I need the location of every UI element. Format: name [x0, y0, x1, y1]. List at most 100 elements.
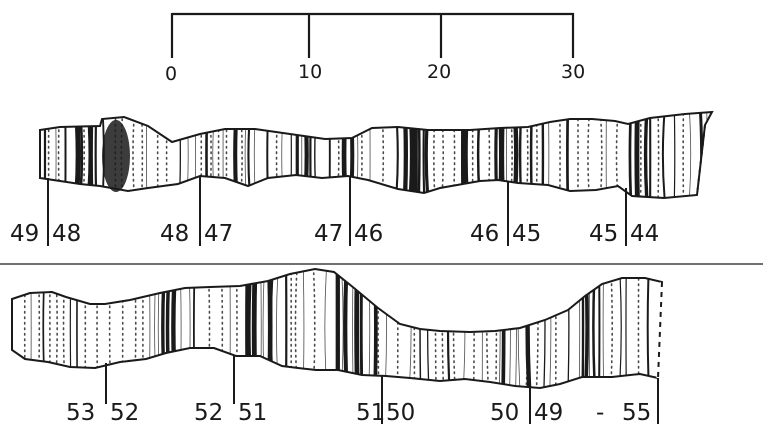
growth-band: [503, 262, 504, 392]
growth-band: [70, 262, 71, 392]
growth-band: [586, 262, 588, 392]
growth-band: [466, 108, 467, 202]
upper-label-48a: 48: [52, 221, 81, 247]
growth-band: [194, 262, 195, 392]
stipple-band: [241, 108, 242, 202]
thin-band: [510, 262, 511, 392]
scale-label-10: 10: [298, 61, 322, 83]
thin-band: [499, 262, 500, 392]
upper-label-46a: 46: [354, 221, 383, 247]
stipple-band: [511, 108, 513, 202]
thin-band: [55, 108, 56, 202]
growth-band: [420, 262, 421, 392]
thin-band: [589, 262, 590, 392]
thin-band: [149, 262, 150, 392]
growth-band: [648, 262, 649, 392]
thin-band: [158, 262, 160, 392]
stipple-band: [221, 262, 222, 392]
lower-label-49: 49: [534, 400, 563, 426]
growth-band: [163, 262, 165, 392]
thin-band: [187, 108, 188, 202]
growth-band: [168, 262, 170, 392]
thin-band: [245, 108, 246, 202]
growth-band: [528, 262, 530, 392]
stipple-band: [134, 262, 135, 392]
growth-band: [426, 108, 428, 202]
growth-band: [254, 262, 255, 392]
thin-band: [550, 262, 551, 392]
growth-band: [179, 108, 180, 202]
growth-band: [478, 108, 480, 202]
stipple-band: [488, 108, 490, 202]
growth-band: [206, 108, 207, 202]
stipple-band: [210, 108, 211, 202]
scale-bar: [172, 13, 574, 58]
stipple-band: [208, 262, 209, 392]
stipple-band: [313, 262, 315, 392]
thin-band: [189, 262, 190, 392]
stipple-band: [600, 108, 602, 202]
scale-label-30: 30: [561, 61, 585, 83]
scale-label-20: 20: [427, 61, 451, 83]
upper-label-46b: 46: [470, 221, 499, 247]
thin-band: [579, 262, 580, 392]
growth-band: [646, 108, 647, 202]
upper-label-44: 44: [630, 221, 659, 247]
growth-band: [568, 262, 569, 392]
stipple-band: [295, 262, 297, 392]
growth-band: [593, 262, 595, 392]
stipple-band: [536, 262, 538, 392]
thin-band: [369, 262, 370, 392]
stipple-band: [25, 262, 26, 392]
upper-label-45a: 45: [512, 221, 541, 247]
lower-label-52b: 52: [194, 400, 223, 426]
growth-band: [496, 108, 497, 202]
thin-band: [155, 262, 157, 392]
stipple-band: [536, 108, 537, 202]
scale-label-0: 0: [165, 63, 177, 85]
thin-band: [213, 108, 215, 202]
upper-dark-knot: [102, 120, 130, 192]
stipple-band: [361, 108, 362, 202]
stipple-band: [436, 262, 437, 392]
growth-band: [248, 108, 250, 202]
thin-band: [689, 108, 690, 202]
upper-label-49: 49: [10, 221, 39, 247]
growth-band: [405, 108, 406, 202]
stipple-band: [487, 262, 489, 392]
growth-band: [315, 108, 317, 202]
stipple-band: [526, 108, 528, 202]
lower-label-52a: 52: [110, 400, 139, 426]
stipple-band: [337, 108, 339, 202]
lower-label-50b: 50: [490, 400, 519, 426]
lower-label-55: 55: [622, 400, 651, 426]
thin-band: [180, 262, 181, 392]
growth-band: [520, 108, 521, 202]
stipple-band: [84, 108, 85, 202]
growth-band: [310, 108, 311, 202]
growth-band: [663, 108, 665, 202]
lower-label-dash: -: [596, 400, 604, 426]
growth-band: [361, 262, 362, 392]
stipple-band: [454, 262, 456, 392]
thin-band: [325, 262, 327, 392]
stipple-band: [382, 108, 383, 202]
thin-band: [603, 262, 604, 392]
growth-band: [503, 108, 504, 202]
growth-band: [410, 108, 412, 202]
stipple-band: [442, 262, 443, 392]
stipple-band: [55, 262, 57, 392]
stipple-band: [64, 262, 66, 392]
thin-band: [303, 262, 304, 392]
stipple-band: [378, 262, 379, 392]
stipple-band: [277, 108, 278, 202]
growth-band: [531, 108, 532, 202]
stipple-band: [658, 108, 659, 202]
stipple-band: [133, 108, 135, 202]
thin-band: [341, 262, 343, 392]
growth-band: [357, 262, 358, 392]
stipple-band: [496, 262, 497, 392]
stipple-band: [434, 108, 435, 202]
lower-label-51a: 51: [238, 400, 267, 426]
upper-label-47b: 47: [314, 221, 343, 247]
